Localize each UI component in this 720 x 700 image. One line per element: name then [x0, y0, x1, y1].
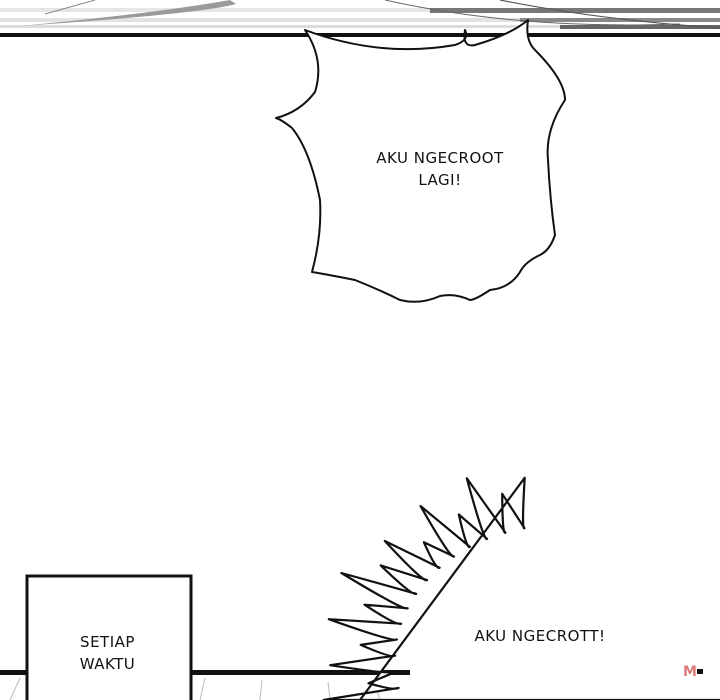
watermark-logo: M — [683, 664, 703, 680]
burst-bubble — [322, 476, 720, 700]
panel-border-bottom — [0, 670, 410, 675]
caption-box-text: SETIAP WAKTU — [40, 631, 175, 675]
bottom-panel — [0, 670, 410, 700]
caption-text-line: SETIAP — [80, 633, 135, 651]
panel-border-top — [0, 33, 720, 37]
top-speedlines — [0, 0, 720, 37]
speech-bubble-top — [275, 19, 566, 303]
bubble-text-line: LAGI! — [418, 171, 462, 189]
bubble-text-line: AKU NGECROOT — [376, 149, 504, 167]
caption-text-line: WAKTU — [79, 655, 136, 673]
speech-bubble-top-text: AKU NGECROOT LAGI! — [340, 147, 540, 191]
burst-bubble-text: AKU NGECROTT! — [474, 627, 606, 645]
caption-box — [25, 574, 193, 700]
svg-text:M: M — [683, 664, 697, 680]
